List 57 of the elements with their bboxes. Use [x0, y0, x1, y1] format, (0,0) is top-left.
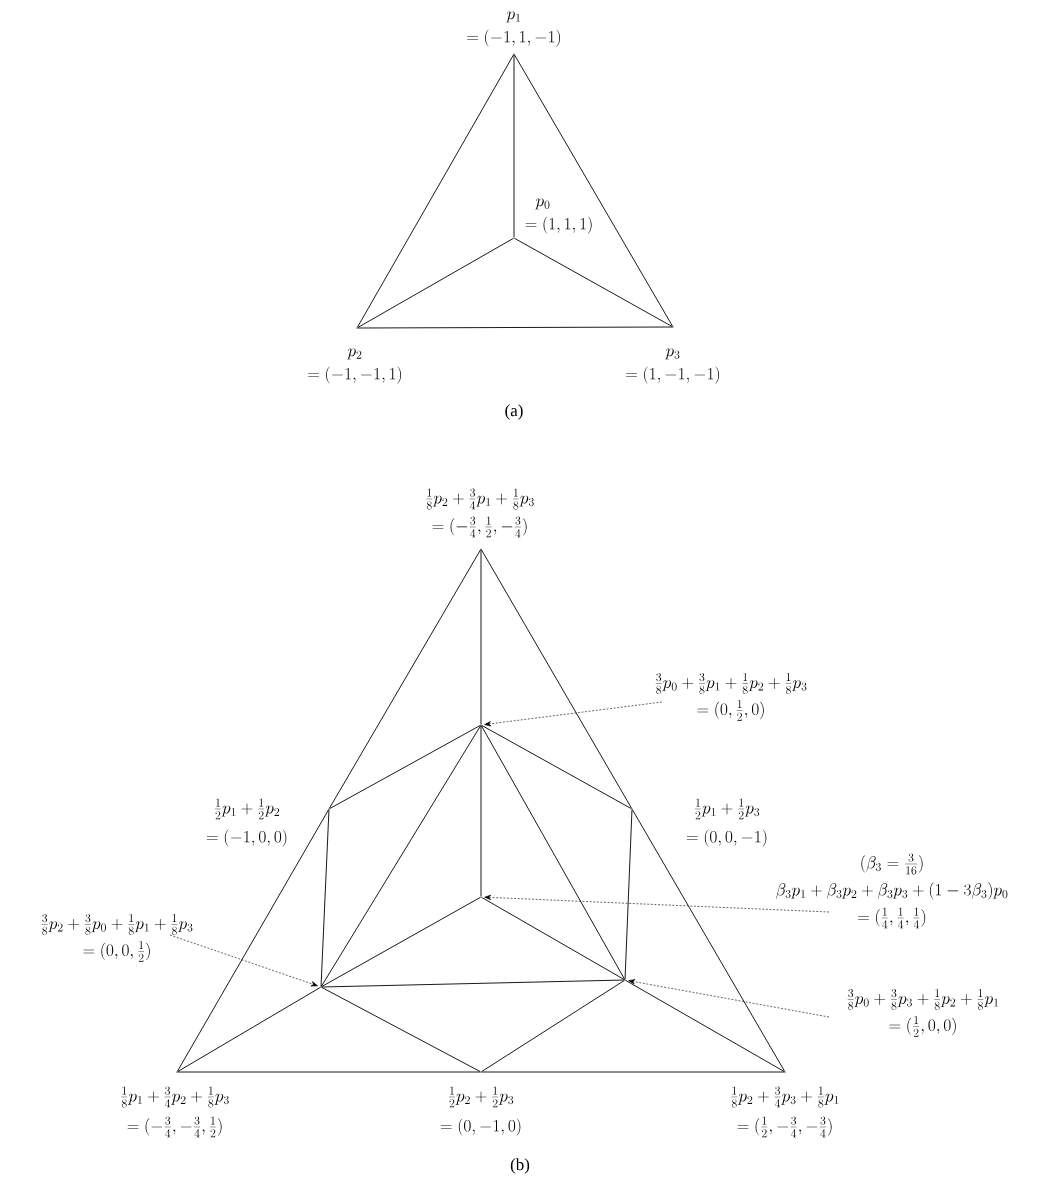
panel-caption: (b) — [510, 1158, 530, 1174]
edge-line — [625, 979, 785, 1073]
edge-line — [481, 1071, 785, 1073]
edge-line — [624, 809, 633, 980]
vertex-label: $\frac{1}{2}p_1 + \frac{1}{2}p_2$ — [215, 798, 280, 820]
edge-line — [513, 54, 515, 238]
edge-line — [514, 237, 673, 328]
leader-line — [484, 701, 663, 727]
edge-line — [356, 54, 515, 328]
edge-line — [176, 809, 330, 1072]
vertex-label: $p_0$ — [535, 198, 550, 210]
edge-line — [481, 724, 632, 810]
vertex-label: $= (\frac{1}{2}, -\frac{3}{4}, -\frac{3}{4})$ — [737, 1116, 832, 1138]
vertex-label: $= (-1, 0, 0)$ — [206, 829, 287, 847]
leader-line — [169, 934, 318, 987]
edge-line — [480, 549, 482, 725]
vertex-label: $= (-1, -1, 1)$ — [308, 366, 402, 384]
vertex-label: $\frac{1}{8}p_1 + \frac{3}{4}p_2 + \frac{1}{8}p_3$ — [121, 1086, 229, 1108]
leader-line — [628, 979, 830, 1018]
edge-line — [631, 809, 786, 1072]
edge-line — [320, 809, 330, 987]
formula-label: $\frac{3}{8}p_2 + \frac{3}{8}p_0 + \frac{1}{8}p_1 + \frac{1}{8}p_3$ $= (0, 0, \frac{1}{2})$ — [41, 914, 193, 962]
vertex-label: $p_3$ — [665, 348, 680, 360]
edge-line — [480, 549, 633, 809]
edge-line — [513, 54, 674, 327]
formula-label: $\frac{3}{8}p_0 + \frac{3}{8}p_3 + \frac{1}{8}p_2 + \frac{1}{8}p_1$ $= (\frac{1}{2}, 0, 0)$ — [847, 989, 998, 1037]
vertex-label: $\frac{1}{2}p_1 + \frac{1}{2}p_3$ — [695, 798, 760, 820]
vertex-label: $= (1, -1, -1)$ — [626, 366, 720, 384]
edge-line — [321, 979, 625, 988]
edge-line — [321, 896, 481, 988]
vertex-label: $\frac{1}{8}p_2 + \frac{3}{4}p_1 + \frac{1}{8}p_3$ — [426, 488, 534, 510]
edge-line — [177, 986, 321, 1073]
edge-line — [481, 980, 625, 1073]
vertex-label: $p_1$ — [506, 11, 520, 23]
vertex-label: $= (1, 1, 1)$ — [525, 216, 592, 234]
edge-line — [480, 725, 482, 897]
vertex-label: $= (-\frac{3}{4}, \frac{1}{2}, -\frac{3}{4})$ — [432, 516, 527, 538]
vertex-label: $= (0, -1, 0)$ — [440, 1118, 521, 1136]
formula-label: $(\beta_3 = \frac{3}{16})$ $\beta_3 p_1 + \beta_3 p_2 + \beta_3 p_3 + (1 - 3\beta_3) p_0$ $= (\frac{1}{4}, \frac{1}{4}, \frac{1}{4})$ — [776, 853, 1008, 929]
leader-line — [484, 894, 830, 913]
edge-line — [480, 725, 626, 980]
edge-line — [177, 1071, 481, 1073]
edge-line — [320, 725, 482, 987]
vertex-label: $= (-\frac{3}{4}, -\frac{3}{4}, \frac{1}{2})$ — [127, 1116, 222, 1138]
vertex-label: $p_2$ — [347, 348, 362, 360]
edge-line — [328, 549, 482, 809]
formula-label: $\frac{3}{8}p_0 + \frac{3}{8}p_1 + \frac{1}{8}p_2 + \frac{1}{8}p_3$ $= (0, \frac{1}{2}, 0)$ — [655, 673, 807, 721]
edge-line — [321, 986, 481, 1073]
edge-line — [357, 326, 673, 329]
panel-caption: (a) — [505, 404, 523, 420]
edge-line — [329, 724, 481, 810]
edge-line — [481, 896, 625, 981]
vertex-label: $\frac{1}{8}p_2 + \frac{3}{4}p_3 + \frac{1}{8}p_1$ — [731, 1086, 839, 1108]
edge-line — [357, 237, 514, 329]
vertex-label: $= (0, 0, -1)$ — [686, 829, 767, 847]
vertex-label: $\frac{1}{2}p_2 + \frac{1}{2}p_3$ — [449, 1086, 514, 1108]
vertex-label: $= (-1, 1, -1)$ — [467, 29, 561, 47]
